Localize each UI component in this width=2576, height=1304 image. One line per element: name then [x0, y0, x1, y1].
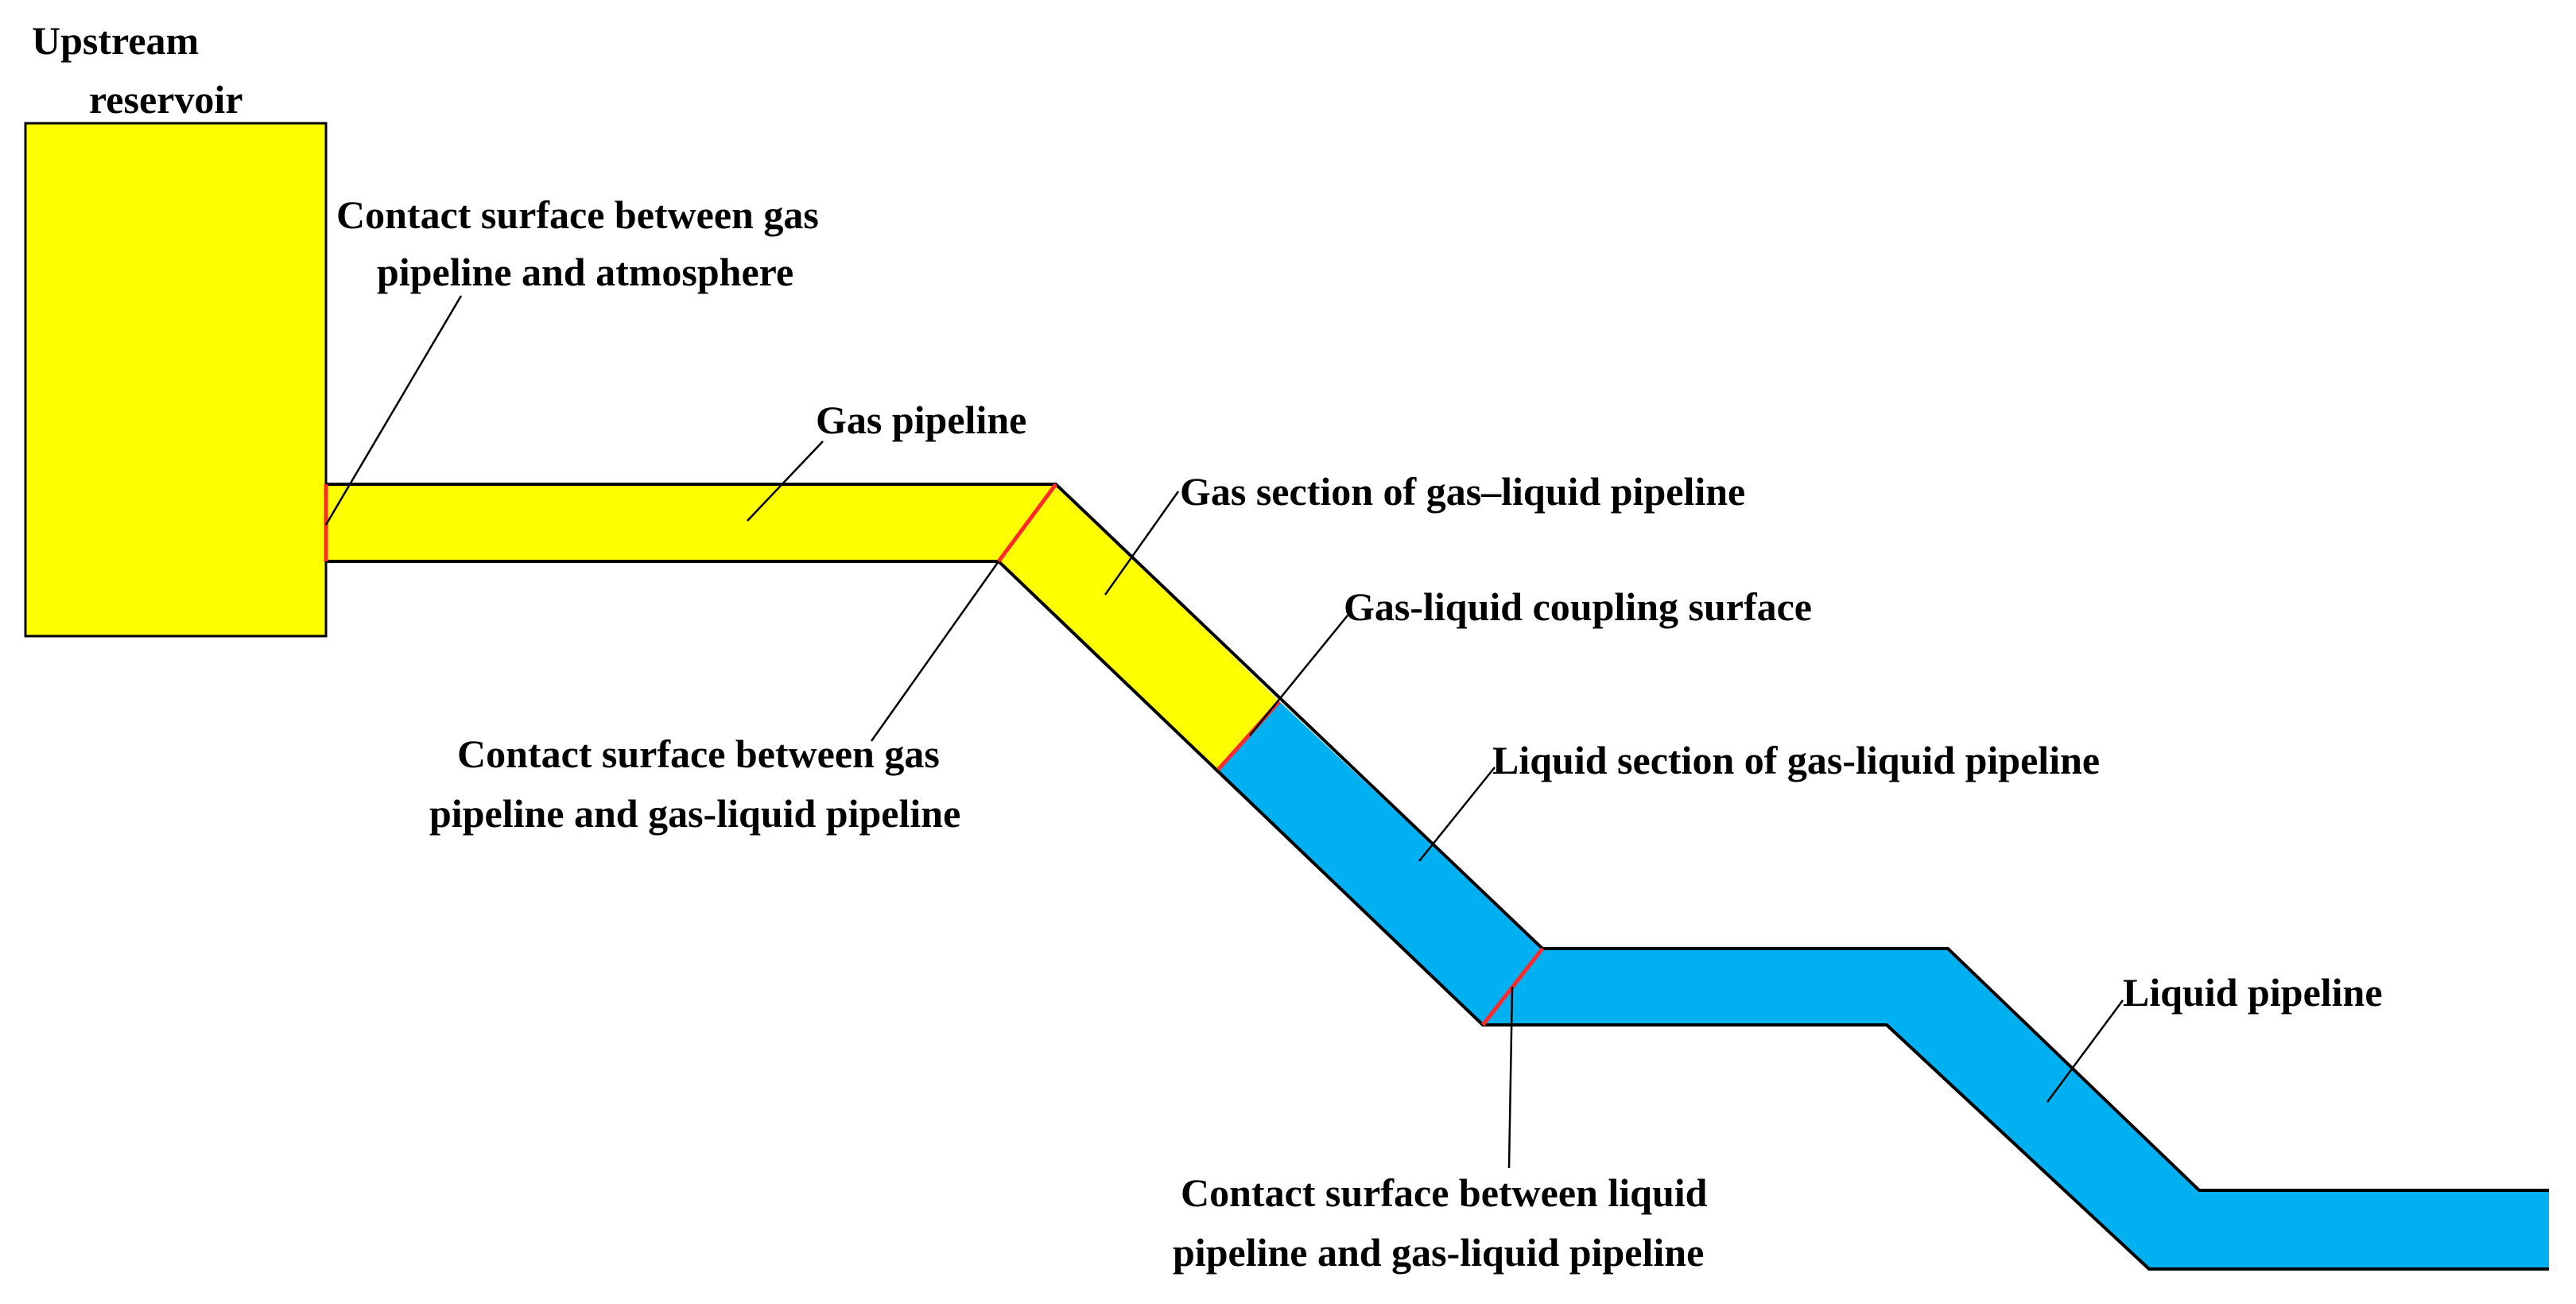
- pipeline-lower-outline: [326, 560, 2549, 1271]
- leader-liquid-pipeline: [2046, 999, 2124, 1103]
- label-liquid-gasliquid-line2: pipeline and gas-liquid pipeline: [1173, 1230, 1704, 1275]
- label-liquid-gasliquid-line1: Contact surface between liquid: [1181, 1170, 1708, 1215]
- label-gas-pipeline: Gas pipeline: [816, 398, 1026, 442]
- liquid-section-gas-liquid-pipeline: [1218, 701, 1542, 1025]
- leader-gas-pipeline: [747, 440, 824, 522]
- label-liquid-section: Liquid section of gas-liquid pipeline: [1492, 738, 2100, 782]
- label-upstream-reservoir-line2: reservoir: [89, 77, 242, 122]
- label-gas-gasliquid-line1: Contact surface between gas: [457, 732, 940, 776]
- upstream-reservoir: [24, 122, 328, 638]
- label-atmosphere-line1: Contact surface between gas: [336, 192, 819, 237]
- label-gas-section: Gas section of gas–liquid pipeline: [1180, 469, 1745, 514]
- leader-gas-gasliquid: [870, 561, 1000, 742]
- leader-gas-section: [1104, 491, 1180, 596]
- label-gas-gasliquid-line2: pipeline and gas-liquid pipeline: [429, 791, 960, 836]
- leader-coupling: [1249, 615, 1348, 736]
- leader-liquid-gasliquid: [1507, 986, 1514, 1169]
- gas-pipeline: [326, 484, 1056, 561]
- label-liquid-pipeline: Liquid pipeline: [2123, 970, 2383, 1015]
- label-coupling-surface: Gas-liquid coupling surface: [1344, 584, 1812, 629]
- interface-gas-gasliquid: [996, 483, 1058, 563]
- gas-section-gas-liquid-pipeline: [999, 484, 1279, 770]
- label-atmosphere-line2: pipeline and atmosphere: [377, 250, 793, 294]
- pipeline-upper-outline: [326, 483, 2549, 1192]
- leader-atmosphere: [324, 295, 463, 526]
- liquid-pipeline: [1483, 949, 2549, 1269]
- interface-liquid-gasliquid: [1481, 947, 1544, 1027]
- leader-liquid-section: [1418, 766, 1496, 862]
- label-upstream-reservoir-line1: Upstream: [32, 18, 199, 63]
